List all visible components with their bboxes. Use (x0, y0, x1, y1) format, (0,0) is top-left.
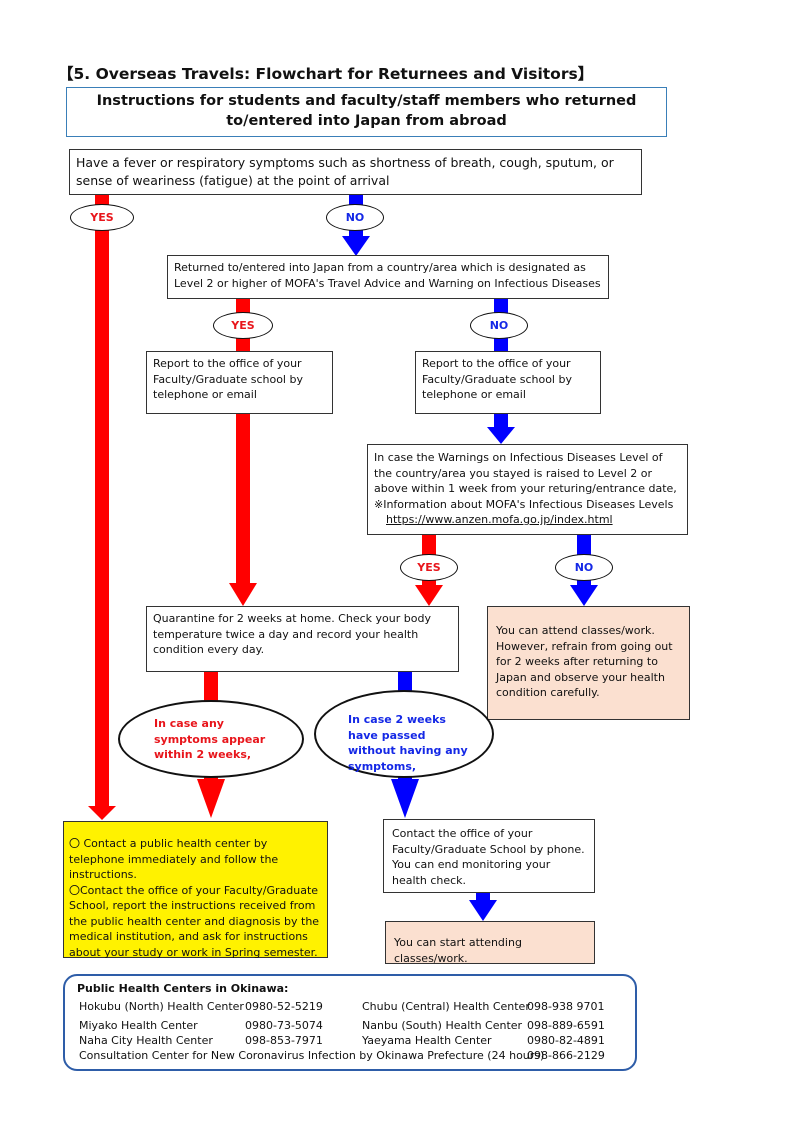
center-phone-nanbu: 098-889-6591 (527, 1019, 605, 1032)
mofa-info-text: ※Information about MOFA's Infectious Dis… (374, 497, 674, 511)
health-centers-panel: Public Health Centers in Okinawa: Hokubu… (63, 974, 637, 1071)
center-name-hokubu: Hokubu (North) Health Center (79, 1000, 244, 1013)
arrow-head-no-raised (570, 585, 598, 606)
quarantine-box: Quarantine for 2 weeks at home. Check yo… (146, 606, 459, 672)
center-name-yaeyama: Yaeyama Health Center (362, 1034, 492, 1047)
center-phone-naha: 098-853-7971 (245, 1034, 323, 1047)
arrow-shaft-yes-level2 (236, 299, 250, 583)
question-fever: Have a fever or respiratory symptoms suc… (69, 149, 642, 195)
contact-health-center-step2: 〇Contact the office of your Faculty/Grad… (69, 883, 320, 959)
question-level-raised: In case the Warnings on Infectious Disea… (367, 444, 688, 535)
symptoms-appear-oval: In case any symptoms appear within 2 wee… (118, 700, 304, 778)
attend-limited-box: You can attend classes/work. However, re… (487, 606, 690, 720)
consultation-center-name: Consultation Center for New Coronavirus … (79, 1049, 545, 1062)
mofa-link[interactable]: https://www.anzen.mofa.go.jp/index.html (386, 513, 613, 526)
yes-label-fever: YES (70, 204, 134, 231)
report-office-left: Report to the office of your Faculty/Gra… (146, 351, 333, 414)
center-phone-miyako: 0980-73-5074 (245, 1019, 323, 1032)
level-raised-text: In case the Warnings on Infectious Disea… (374, 451, 677, 495)
arrow-head-weeks-passed (391, 779, 419, 818)
health-centers-heading: Public Health Centers in Okinawa: (77, 982, 289, 995)
arrow-shaft-report-right (494, 414, 508, 428)
arrow-head-report-right (487, 427, 515, 444)
contact-health-center-step1: 〇 Contact a public health center by tele… (69, 837, 279, 881)
center-name-chubu: Chubu (Central) Health Center (362, 1000, 530, 1013)
start-attending-box: You can start attending classes/work. (385, 921, 595, 965)
center-name-miyako: Miyako Health Center (79, 1019, 198, 1032)
arrow-shaft-yes-main (95, 195, 109, 807)
weeks-passed-oval: In case 2 weeks have passed without havi… (314, 690, 494, 778)
page-header: Instructions for students and faculty/st… (66, 87, 667, 137)
arrow-head-symptoms (197, 779, 225, 818)
report-office-right: Report to the office of your Faculty/Gra… (415, 351, 601, 414)
yes-label-raised: YES (400, 554, 458, 581)
no-label-level2: NO (470, 312, 528, 339)
arrow-head-no-fever (342, 236, 370, 256)
contact-health-center-box: 〇 Contact a public health center by tele… (63, 821, 328, 959)
yes-label-level2: YES (213, 312, 273, 339)
no-label-raised: NO (555, 554, 613, 581)
question-level2: Returned to/entered into Japan from a co… (167, 255, 609, 299)
center-name-naha: Naha City Health Center (79, 1034, 213, 1047)
contact-office-box: Contact the office of your Faculty/Gradu… (383, 819, 595, 893)
center-phone-hokubu: 0980-52-5219 (245, 1000, 323, 1013)
arrow-head-yes-raised (415, 585, 443, 606)
arrow-shaft-end (476, 893, 490, 901)
center-phone-chubu: 098-938 9701 (527, 1000, 605, 1013)
arrow-head-yes-main (88, 806, 116, 820)
consultation-center-phone: 098-866-2129 (527, 1049, 605, 1062)
page-title: 【5. Overseas Travels: Flowchart for Retu… (58, 65, 594, 83)
center-phone-yaeyama: 0980-82-4891 (527, 1034, 605, 1047)
arrow-head-end (469, 900, 497, 921)
no-label-fever: NO (326, 204, 384, 231)
center-name-nanbu: Nanbu (South) Health Center (362, 1019, 523, 1032)
arrow-head-yes-level2 (229, 583, 257, 606)
